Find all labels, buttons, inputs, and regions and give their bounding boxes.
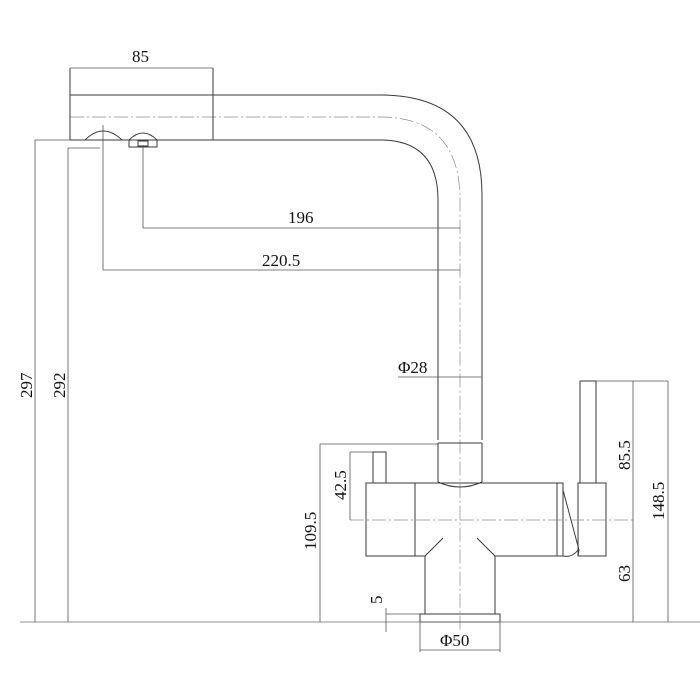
svg-text:63: 63: [615, 565, 634, 582]
dim-5: 5: [367, 596, 420, 632]
outlet-nozzles: [83, 130, 158, 148]
svg-text:292: 292: [50, 373, 69, 399]
dim-42-5: 42.5: [331, 451, 373, 520]
svg-text:Φ28: Φ28: [398, 358, 427, 377]
svg-text:Φ50: Φ50: [440, 631, 469, 650]
faucet-body: [365, 443, 607, 623]
dim-phi50: Φ50: [419, 622, 501, 652]
svg-text:109.5: 109.5: [301, 512, 320, 550]
spout: [69, 68, 483, 630]
svg-text:196: 196: [288, 208, 314, 227]
dim-85: 85: [70, 47, 213, 69]
svg-text:148.5: 148.5: [649, 482, 668, 520]
dim-109-5: 109.5: [301, 443, 438, 622]
svg-text:5: 5: [367, 596, 386, 605]
dim-148-5: 148.5: [649, 381, 669, 622]
svg-text:297: 297: [17, 372, 36, 398]
dim-220-5: 220.5: [102, 125, 460, 271]
dim-63: 63: [615, 520, 634, 622]
dim-196: 196: [142, 145, 460, 229]
dim-phi28: Φ28: [398, 358, 482, 378]
svg-text:85.5: 85.5: [615, 440, 634, 470]
svg-text:85: 85: [132, 47, 149, 66]
dim-85-5: 85.5: [596, 380, 668, 520]
svg-text:42.5: 42.5: [331, 470, 350, 500]
svg-text:220.5: 220.5: [262, 251, 300, 270]
dim-292: 292: [50, 147, 100, 622]
dim-297: 297: [17, 139, 70, 622]
handles: [372, 380, 597, 484]
